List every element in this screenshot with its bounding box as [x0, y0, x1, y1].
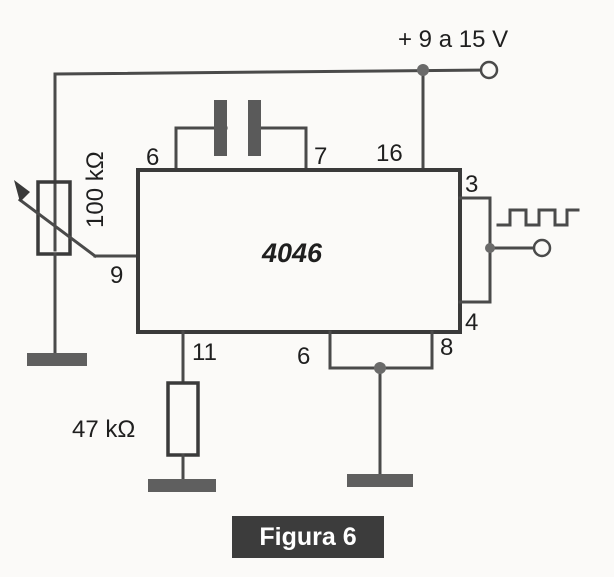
- ic-4046-body: [136, 168, 462, 334]
- supply-terminal: [479, 60, 499, 80]
- pin-8-label: 8: [440, 334, 453, 361]
- supply-voltage-label: + 9 a 15 V: [398, 26, 508, 53]
- resistor-ground-symbol: [148, 479, 216, 492]
- output-junction-node: [485, 243, 495, 253]
- figure-caption: Figura 6: [259, 523, 356, 551]
- capacitor-plate-left: [214, 100, 227, 156]
- caption-box: [232, 516, 384, 558]
- pins-6-8-ground-symbol: [347, 474, 413, 487]
- pin-6-top-label: 6: [146, 144, 159, 171]
- supply-junction-node: [417, 64, 429, 76]
- pot-ground-symbol: [27, 353, 87, 366]
- pin-9-label: 9: [110, 262, 123, 289]
- pot-value-label: 100 kΩ: [82, 151, 109, 228]
- pin-6-bottom-label: 6: [297, 343, 310, 370]
- capacitor-right-wire: [250, 126, 308, 172]
- pins-6-8-junction-node: [374, 362, 386, 374]
- resistor-value-label: 47 kΩ: [72, 416, 135, 443]
- pot-wiper-arrow: [17, 197, 98, 259]
- pin-16-label: 16: [376, 140, 403, 167]
- ic-name-label: 4046: [261, 238, 323, 268]
- pin-11-label: 11: [192, 339, 217, 366]
- resistor-47k-body: [166, 381, 200, 457]
- pin-4-label: 4: [465, 309, 478, 336]
- pin-3-label: 3: [465, 171, 478, 198]
- supply-rail-wire: [53, 68, 490, 252]
- capacitor-plate-right: [248, 100, 261, 156]
- square-wave-icon: [496, 208, 580, 227]
- pot-arrowhead: [14, 180, 30, 202]
- pin-7-label: 7: [314, 143, 327, 170]
- output-terminal: [532, 238, 552, 258]
- capacitor-left-wire: [174, 126, 228, 172]
